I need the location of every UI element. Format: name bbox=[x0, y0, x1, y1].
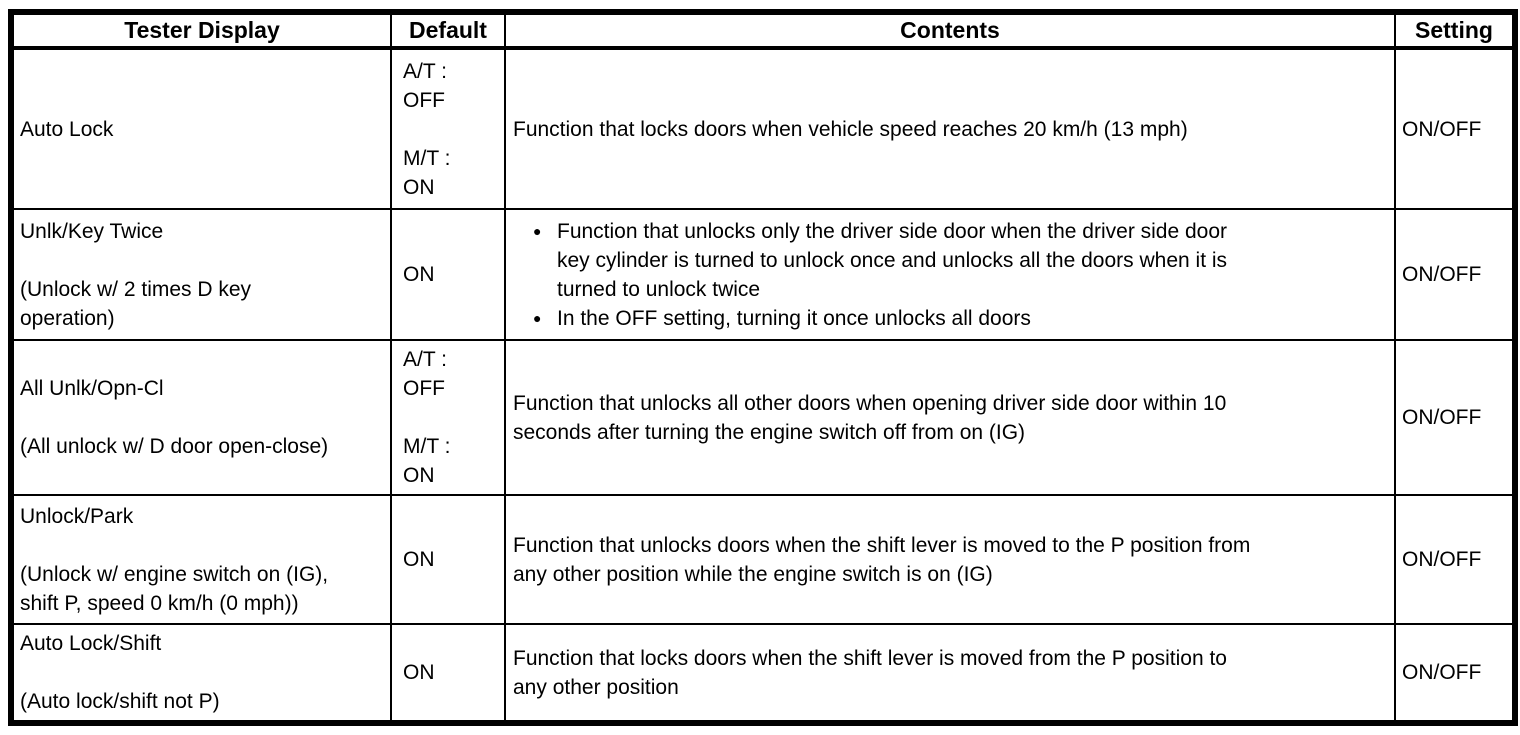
blank-line bbox=[20, 246, 384, 275]
column-header-default: Default bbox=[390, 11, 506, 50]
setting-cell: ON/OFF bbox=[1394, 339, 1516, 496]
default-cell: ON bbox=[390, 208, 506, 341]
contents-cell: Function that locks doors when vehicle s… bbox=[504, 47, 1396, 210]
text-line: Function that unlocks doors when the shi… bbox=[513, 533, 1251, 557]
bullet-text: In the OFF setting, turning it once unlo… bbox=[557, 304, 1390, 333]
text-line: ON bbox=[403, 175, 435, 199]
table-body: Auto Lock A/T : OFF M/T : ON Function that… bbox=[10, 47, 1516, 724]
table-header: Tester Display Default Contents Setting bbox=[10, 11, 1516, 50]
text-line: Auto Lock/Shift bbox=[20, 632, 162, 655]
contents-cell: Function that unlocks all other doors wh… bbox=[504, 339, 1396, 496]
text-line: Function that unlocks only the driver si… bbox=[557, 219, 1228, 243]
column-header-contents: Contents bbox=[504, 11, 1396, 50]
text-line: key cylinder is turned to unlock once an… bbox=[557, 248, 1228, 272]
text-line: M/T : bbox=[403, 146, 451, 170]
text-line: (Unlock w/ engine switch on (IG), bbox=[20, 562, 329, 586]
default-cell: ON bbox=[390, 494, 506, 625]
bullet-item: ● In the OFF setting, turning it once unl… bbox=[513, 304, 1390, 333]
text-line: ON bbox=[403, 548, 435, 571]
default-cell: ON bbox=[390, 623, 506, 724]
tester-display-cell: Unlock/Park (Unlock w/ engine switch on … bbox=[10, 494, 392, 625]
blank-line bbox=[403, 115, 498, 144]
bullet-icon: ● bbox=[533, 309, 542, 326]
text-line: A/T : bbox=[403, 59, 447, 83]
text-line: seconds after turning the engine switch … bbox=[513, 420, 1026, 444]
text-line: any other position while the engine swit… bbox=[513, 562, 993, 586]
table-row: Auto Lock/Shift (Auto lock/shift not P) … bbox=[10, 623, 1516, 724]
text-line: Unlock/Park bbox=[20, 504, 134, 528]
bullet-item: ● Function that unlocks only the driver s… bbox=[513, 217, 1390, 304]
text-line: operation) bbox=[20, 306, 115, 330]
blank-line bbox=[403, 403, 498, 432]
blank-line bbox=[20, 531, 384, 560]
text-line: ON bbox=[403, 661, 435, 684]
text-line: any other position bbox=[513, 675, 679, 699]
text-line: ON bbox=[403, 464, 435, 487]
setting-cell: ON/OFF bbox=[1394, 208, 1516, 341]
text-line: Unlk/Key Twice bbox=[20, 219, 164, 243]
default-cell: A/T : OFF M/T : ON bbox=[390, 339, 506, 496]
customization-settings-table: Tester Display Default Contents Setting … bbox=[8, 9, 1518, 726]
text-line: OFF bbox=[403, 377, 445, 400]
text-line: Function that unlocks all other doors wh… bbox=[513, 391, 1227, 415]
table-row: All Unlk/Opn-Cl (All unlock w/ D door op… bbox=[10, 339, 1516, 496]
contents-cell: Function that locks doors when the shift… bbox=[504, 623, 1396, 724]
setting-cell: ON/OFF bbox=[1394, 623, 1516, 724]
contents-cell: ● Function that unlocks only the driver s… bbox=[504, 208, 1396, 341]
text-line: All Unlk/Opn-Cl bbox=[20, 377, 164, 400]
text-line: In the OFF setting, turning it once unlo… bbox=[557, 306, 1031, 330]
text-line: shift P, speed 0 km/h (0 mph)) bbox=[20, 591, 299, 615]
text-line: (Unlock w/ 2 times D key bbox=[20, 277, 252, 301]
table-row: Unlock/Park (Unlock w/ engine switch on … bbox=[10, 494, 1516, 625]
text-line: Function that locks doors when vehicle s… bbox=[513, 117, 1188, 141]
tester-display-cell: Unlk/Key Twice (Unlock w/ 2 times D key o… bbox=[10, 208, 392, 341]
bullet-text: Function that unlocks only the driver si… bbox=[557, 217, 1390, 304]
text-line: Auto Lock bbox=[20, 117, 114, 141]
text-line: Function that locks doors when the shift… bbox=[513, 646, 1227, 670]
blank-line bbox=[20, 658, 384, 687]
text-line: ON bbox=[403, 263, 435, 286]
setting-cell: ON/OFF bbox=[1394, 47, 1516, 210]
setting-cell: ON/OFF bbox=[1394, 494, 1516, 625]
header-row: Tester Display Default Contents Setting bbox=[10, 11, 1516, 50]
table-row: Auto Lock A/T : OFF M/T : ON Function that… bbox=[10, 47, 1516, 210]
text-line: OFF bbox=[403, 88, 445, 112]
tester-display-cell: All Unlk/Opn-Cl (All unlock w/ D door op… bbox=[10, 339, 392, 496]
text-line: M/T : bbox=[403, 435, 451, 458]
text-line: (All unlock w/ D door open-close) bbox=[20, 435, 329, 458]
tester-display-cell: Auto Lock/Shift (Auto lock/shift not P) bbox=[10, 623, 392, 724]
column-header-setting: Setting bbox=[1394, 11, 1516, 50]
default-cell: A/T : OFF M/T : ON bbox=[390, 47, 506, 210]
table-row: Unlk/Key Twice (Unlock w/ 2 times D key o… bbox=[10, 208, 1516, 341]
tester-display-cell: Auto Lock bbox=[10, 47, 392, 210]
text-line: (Auto lock/shift not P) bbox=[20, 690, 220, 713]
text-line: turned to unlock twice bbox=[557, 277, 761, 301]
column-header-tester-display: Tester Display bbox=[10, 11, 392, 50]
blank-line bbox=[20, 403, 384, 432]
text-line: A/T : bbox=[403, 348, 447, 371]
bullet-icon: ● bbox=[533, 222, 542, 239]
contents-cell: Function that unlocks doors when the shi… bbox=[504, 494, 1396, 625]
